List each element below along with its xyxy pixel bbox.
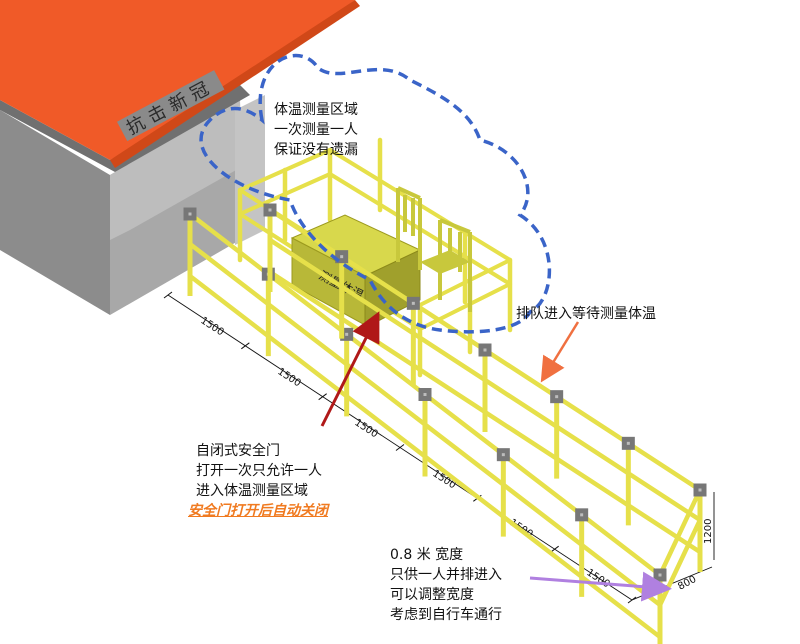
building-left-wall bbox=[0, 110, 110, 315]
width-note-line-1: 0.8 米 宽度 bbox=[390, 547, 464, 563]
zone-note-line-1: 体温测量区域 bbox=[274, 102, 358, 118]
dimension-tick bbox=[395, 444, 405, 451]
rail-clamp bbox=[550, 390, 564, 404]
gate-note-line-1: 自闭式安全门 bbox=[196, 443, 280, 459]
gate-note-line-3: 进入体温测量区域 bbox=[196, 483, 308, 499]
width-arrow bbox=[529, 571, 672, 602]
gate-note-line-2: 打开一次只允许一人 bbox=[196, 463, 322, 479]
width-dimension: 800 bbox=[676, 574, 698, 593]
chair-seat bbox=[420, 250, 470, 274]
rail-clamp bbox=[418, 388, 432, 401]
zone-note-line-3: 保证没有遗漏 bbox=[274, 142, 358, 158]
rail-clamp bbox=[693, 483, 707, 497]
gate-warning: 安全门打开后自动关闭 bbox=[188, 503, 328, 519]
width-note-line-3: 可以调整宽度 bbox=[390, 587, 474, 603]
height-dimension: 1200 bbox=[703, 519, 714, 544]
queue-note: 排队进入等待测量体温 bbox=[516, 304, 656, 324]
roof bbox=[0, 0, 355, 160]
rail-clamp bbox=[478, 343, 492, 357]
dimension-tick bbox=[163, 291, 173, 299]
end-rail bbox=[657, 487, 703, 578]
roof-edge bbox=[110, 0, 360, 168]
rail-posts bbox=[183, 203, 707, 644]
gate-note: 自闭式安全门 打开一次只允许一人 进入体温测量区域 安全门打开后自动关闭 bbox=[188, 441, 328, 521]
enclosure-rail bbox=[418, 282, 512, 331]
width-note: 0.8 米 宽度 只供一人并排进入 可以调整宽度 考虑到自行车通行 bbox=[390, 545, 502, 625]
building-door bbox=[110, 100, 245, 240]
rail-clamp bbox=[575, 508, 589, 522]
segment-dimension-2: 1500 bbox=[275, 366, 302, 389]
rail-clamp bbox=[263, 203, 277, 217]
measurement-zone-outline bbox=[199, 53, 552, 334]
queue-arrow bbox=[540, 321, 580, 383]
rail-clamp bbox=[335, 250, 349, 264]
zone-note-line-2: 一次测量一人 bbox=[274, 122, 358, 138]
dimension-tick bbox=[318, 393, 327, 401]
dimension-tick bbox=[627, 596, 637, 604]
rail-clamp bbox=[183, 207, 197, 221]
gate-arrow bbox=[320, 311, 380, 427]
width-note-line-2: 只供一人并排进入 bbox=[390, 567, 502, 583]
rail-clamp bbox=[621, 436, 635, 450]
measurement-zone-note: 体温测量区域 一次测量一人 保证没有遗漏 bbox=[274, 100, 358, 160]
rail-clamp bbox=[496, 448, 510, 462]
segment-dimension-1: 1500 bbox=[198, 315, 225, 338]
queue-note-text: 排队进入等待测量体温 bbox=[516, 306, 656, 322]
width-note-line-4: 考虑到自行车通行 bbox=[390, 607, 502, 623]
rail-clamp bbox=[406, 296, 420, 310]
dimension-tick bbox=[550, 545, 559, 553]
dimension-tick bbox=[241, 342, 250, 350]
rail-clamp bbox=[653, 568, 667, 582]
